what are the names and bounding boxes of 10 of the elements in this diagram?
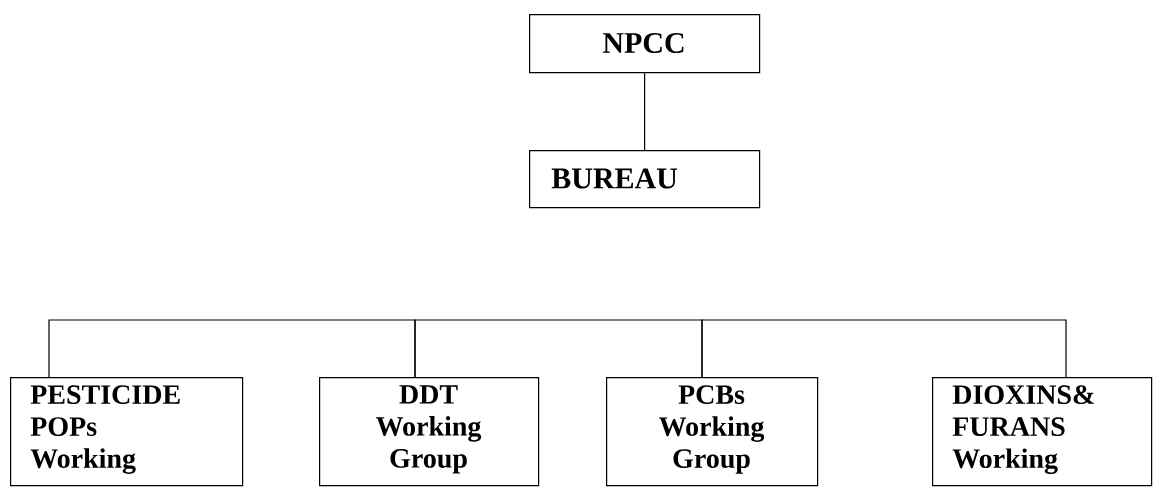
- org-box: DIOXINS& FURANS Working: [932, 377, 1153, 487]
- connector-line: [48, 319, 416, 378]
- connector-line: [701, 319, 1067, 378]
- org-box: PCBs Working Group: [606, 377, 819, 487]
- connector-line: [414, 319, 703, 378]
- org-box: PESTICIDE POPs Working: [10, 377, 244, 487]
- org-box: DDT Working Group: [319, 377, 540, 487]
- connector-line: [644, 72, 646, 151]
- org-box: NPCC: [529, 14, 761, 74]
- org-box: BUREAU: [529, 150, 761, 209]
